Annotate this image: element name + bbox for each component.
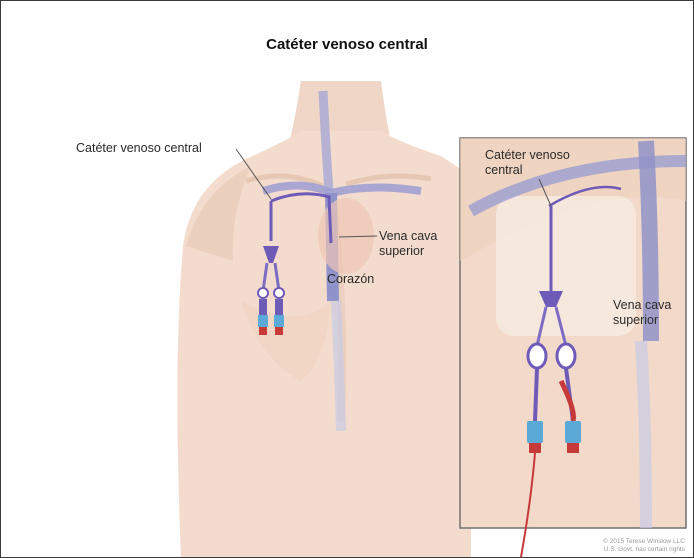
inset-panel xyxy=(460,138,686,557)
label-inset-central-venous-catheter: Catéter venoso central xyxy=(485,148,570,178)
label-inset-vena-cava-line2: superior xyxy=(613,313,671,328)
label-inset-catheter-line1: Catéter venoso xyxy=(485,148,570,163)
inferior-vein-main xyxy=(336,301,341,431)
jugular-vein xyxy=(323,91,329,191)
inset-lower-vein xyxy=(641,341,646,528)
credit-line2: U.S. Govt. has certain rights xyxy=(603,546,685,554)
label-superior-vena-cava-line2: superior xyxy=(379,244,437,259)
copyright-credit: © 2015 Terese Winslow LLC U.S. Govt. has… xyxy=(603,538,685,554)
label-inset-catheter-line2: central xyxy=(485,163,570,178)
label-heart: Corazón xyxy=(327,272,374,287)
diagram-title: Catéter venoso central xyxy=(1,36,693,53)
label-inset-superior-vena-cava: Vena cava superior xyxy=(613,298,671,328)
label-superior-vena-cava-line1: Vena cava xyxy=(379,229,437,244)
credit-line1: © 2015 Terese Winslow LLC xyxy=(603,538,685,546)
label-central-venous-catheter: Catéter venoso central xyxy=(76,141,202,156)
label-superior-vena-cava: Vena cava superior xyxy=(379,229,437,259)
label-inset-vena-cava-line1: Vena cava xyxy=(613,298,671,313)
